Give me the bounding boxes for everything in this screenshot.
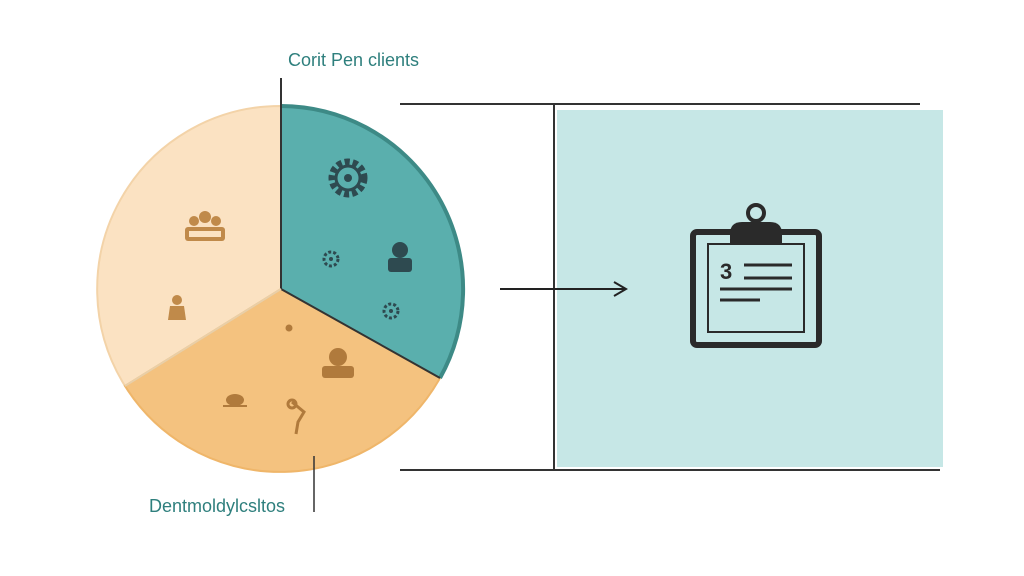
person-icon-teal — [388, 242, 412, 272]
pie-slice-teal — [281, 106, 464, 378]
people-group-icon — [185, 211, 225, 241]
pie-divider-lower-left — [124, 288, 282, 387]
pie-divider-lower-right — [280, 288, 441, 379]
pie-teal-rim — [280, 104, 466, 379]
bottom-label: Dentmoldylcsltos — [149, 496, 286, 516]
pie-chart — [96, 78, 466, 512]
pie-slice-peach — [96, 104, 282, 388]
clipboard-number: 3 — [720, 259, 732, 284]
tool-icon — [286, 398, 306, 435]
small-gear-icon-2 — [382, 302, 400, 320]
dot-icon — [285, 324, 293, 332]
gear-icon — [328, 158, 368, 198]
top-label: Corit Pen clients — [288, 50, 420, 70]
small-gear-icon — [322, 250, 340, 268]
person-icon-orange — [322, 348, 354, 378]
clipboard-icon: 3 — [690, 203, 822, 348]
person-icon — [168, 295, 186, 320]
bug-icon — [223, 394, 247, 407]
arrow-icon — [500, 281, 628, 297]
